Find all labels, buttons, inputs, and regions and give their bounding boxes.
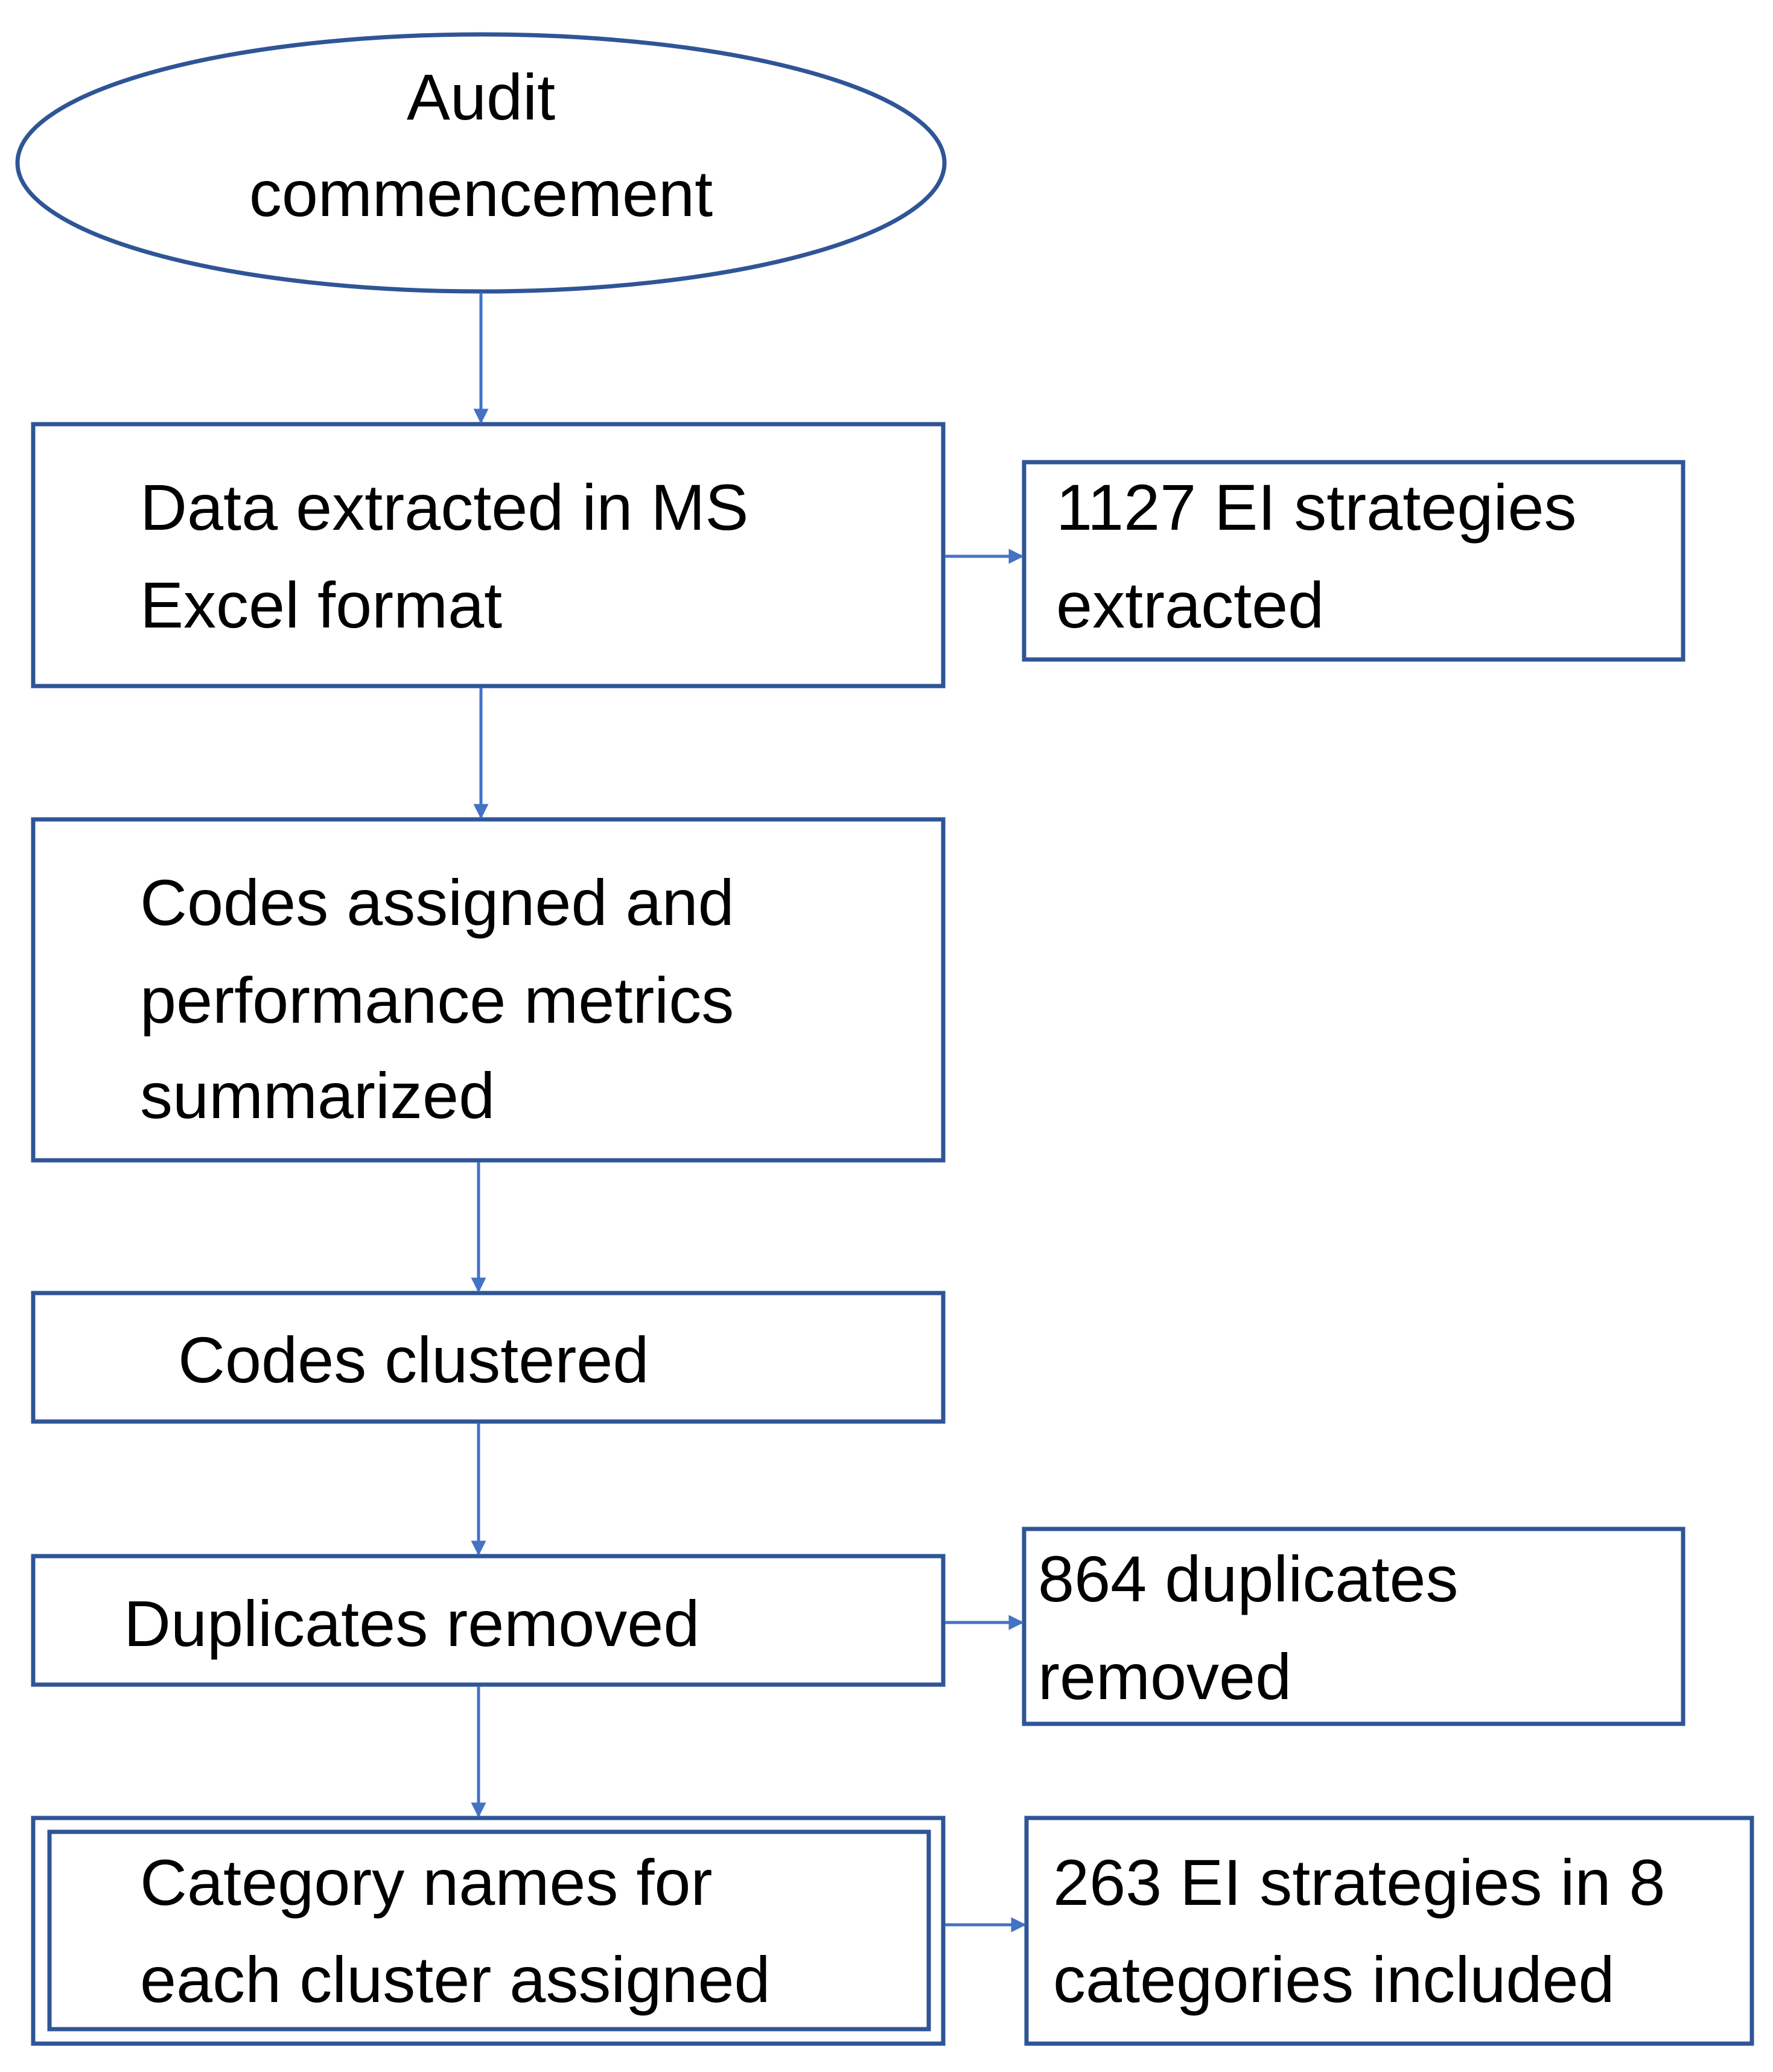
extracted-line-1: 1127 EI strategies xyxy=(1056,471,1577,544)
included-line-1: 263 EI strategies in 8 xyxy=(1053,1846,1666,1919)
node-category-names: Category names for each cluster assigned xyxy=(31,1816,946,2046)
extract-box xyxy=(31,422,946,688)
node-data-extracted: Data extracted in MS Excel format xyxy=(31,422,946,688)
duplicates-box xyxy=(1022,1527,1685,1726)
outcome-strategies-included: 263 EI strategies in 8 categories includ… xyxy=(1024,1816,1754,2046)
dedupe-box xyxy=(31,1554,946,1687)
extract-line-1: Data extracted in MS xyxy=(140,471,748,544)
included-line-2: categories included xyxy=(1053,1943,1615,2016)
codes-line-1: Codes assigned and xyxy=(140,866,734,939)
duplicates-line-2: removed xyxy=(1038,1640,1291,1713)
node-audit-commencement: Audit commencement xyxy=(15,32,947,294)
codes-box xyxy=(31,817,946,1163)
outcome-duplicates-removed: 864 duplicates removed xyxy=(1022,1527,1685,1726)
category-box-inner xyxy=(47,1829,931,2032)
extracted-line-2: extracted xyxy=(1056,568,1324,641)
start-line-1: Audit xyxy=(407,60,555,133)
duplicates-line-1: 864 duplicates xyxy=(1038,1542,1459,1615)
codes-line-2: performance metrics xyxy=(140,964,734,1037)
category-box-outer xyxy=(31,1816,946,2046)
start-ellipse xyxy=(15,32,947,294)
extracted-box xyxy=(1022,460,1685,662)
codes-line-3: summarized xyxy=(140,1059,495,1132)
cluster-line-1: Codes clustered xyxy=(178,1323,649,1396)
node-codes-assigned: Codes assigned and performance metrics s… xyxy=(31,817,946,1163)
included-box xyxy=(1024,1816,1754,2046)
category-line-1: Category names for xyxy=(140,1846,712,1919)
category-line-2: each cluster assigned xyxy=(140,1943,771,2016)
cluster-box xyxy=(31,1291,946,1424)
dedupe-line-1: Duplicates removed xyxy=(124,1587,699,1660)
extract-line-2: Excel format xyxy=(140,568,502,641)
start-line-2: commencement xyxy=(249,157,713,230)
outcome-strategies-extracted: 1127 EI strategies extracted xyxy=(1022,460,1685,662)
node-duplicates-removed: Duplicates removed xyxy=(31,1554,946,1687)
node-codes-clustered: Codes clustered xyxy=(31,1291,946,1424)
